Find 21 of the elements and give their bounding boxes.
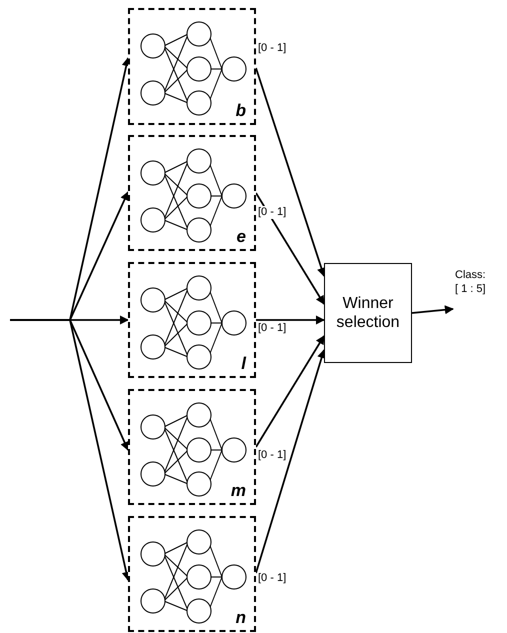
box-label: Winner selection: [335, 294, 401, 332]
process-box: [324, 263, 412, 363]
arrow: [255, 192, 325, 305]
arrow: [256, 316, 325, 324]
class-letter: e: [236, 227, 246, 247]
value-range-label: [0 - 1]: [258, 322, 286, 335]
arrow: [255, 349, 326, 574]
class-letter: l: [241, 354, 246, 374]
output-text: Class:: [455, 268, 487, 282]
class-letter: m: [230, 481, 246, 501]
output-text: [ 1 : 5]: [455, 282, 487, 296]
value-range-label: [0 - 1]: [258, 206, 286, 219]
arrow: [10, 319, 131, 581]
class-letter: b: [236, 101, 246, 121]
arrow: [412, 305, 454, 314]
class-letter: n: [236, 608, 246, 628]
value-range-label: [0 - 1]: [258, 449, 286, 462]
value-range-label: [0 - 1]: [258, 572, 286, 585]
arrow: [255, 335, 325, 448]
value-range-label: [0 - 1]: [258, 42, 286, 55]
arrow: [255, 68, 326, 277]
